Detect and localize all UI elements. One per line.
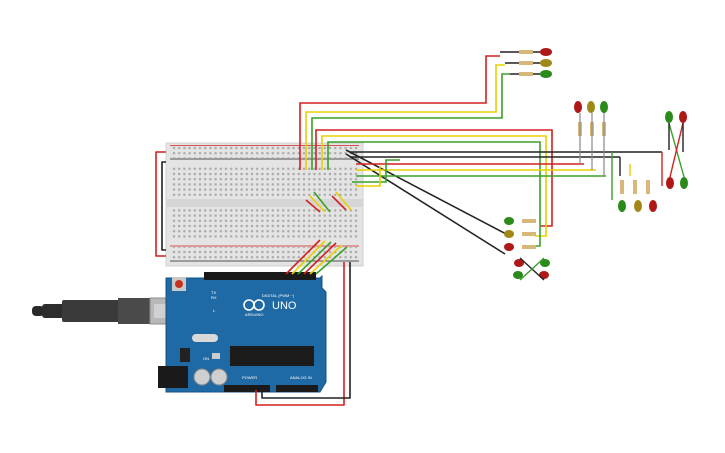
led-red[interactable] (666, 177, 674, 189)
leds-right-b[interactable] (618, 200, 657, 212)
led-green[interactable] (540, 70, 552, 78)
resistors-top (519, 50, 533, 76)
led-red[interactable] (574, 101, 582, 113)
digital-header[interactable] (204, 272, 316, 280)
usb-cable[interactable] (32, 297, 181, 325)
led-green[interactable] (665, 111, 673, 123)
leds-center[interactable] (504, 217, 550, 279)
analog-header[interactable] (276, 385, 318, 392)
led-red[interactable] (504, 243, 514, 251)
right-b-wires (611, 152, 663, 200)
leds-top[interactable] (540, 48, 552, 78)
arduino-infinity-logo-icon (243, 299, 265, 311)
board-model-label: UNO (272, 300, 297, 312)
led-group-center[interactable] (315, 129, 553, 255)
l-label: L (213, 308, 216, 313)
led-green[interactable] (540, 259, 550, 267)
power-label: POWER (242, 375, 257, 380)
led-yellow[interactable] (634, 200, 642, 212)
on-label: ON (203, 356, 209, 361)
tx-label: TX (211, 290, 216, 295)
digital-header-label: DIGITAL (PWM ~) (262, 293, 295, 298)
analog-label: ANALOG IN (290, 375, 312, 380)
led-yellow[interactable] (504, 230, 514, 238)
rx-label: RX (211, 295, 217, 300)
resistors-center (522, 219, 536, 249)
led-red[interactable] (540, 48, 552, 56)
led-green[interactable] (680, 177, 688, 189)
board-logo-text: ARDUINO (245, 312, 263, 317)
led-red[interactable] (679, 111, 687, 123)
leds-right-a[interactable] (574, 101, 608, 113)
resistors-right-b (620, 180, 650, 194)
led-yellow[interactable] (587, 101, 595, 113)
long-wires-right[interactable] (350, 151, 662, 187)
led-red[interactable] (649, 200, 657, 212)
microcontroller-chip (230, 346, 314, 366)
right-c-wires (668, 122, 685, 178)
led-green[interactable] (618, 200, 626, 212)
led-green[interactable] (504, 217, 514, 225)
power-jack[interactable] (158, 366, 188, 388)
led-green[interactable] (513, 271, 523, 279)
power-header[interactable] (224, 385, 270, 392)
led-yellow[interactable] (540, 59, 552, 67)
center-crossing-wires (519, 257, 545, 281)
leds-right-c[interactable] (665, 111, 688, 189)
led-green[interactable] (600, 101, 608, 113)
led-red[interactable] (539, 271, 549, 279)
right-a-leads (579, 113, 605, 176)
board-wires[interactable] (155, 151, 352, 406)
breadboard (165, 142, 364, 267)
arduino-board[interactable]: UNO ARDUINO DIGITAL (PWM ~) POWER ANALOG… (158, 272, 327, 393)
led-red[interactable] (514, 259, 524, 267)
